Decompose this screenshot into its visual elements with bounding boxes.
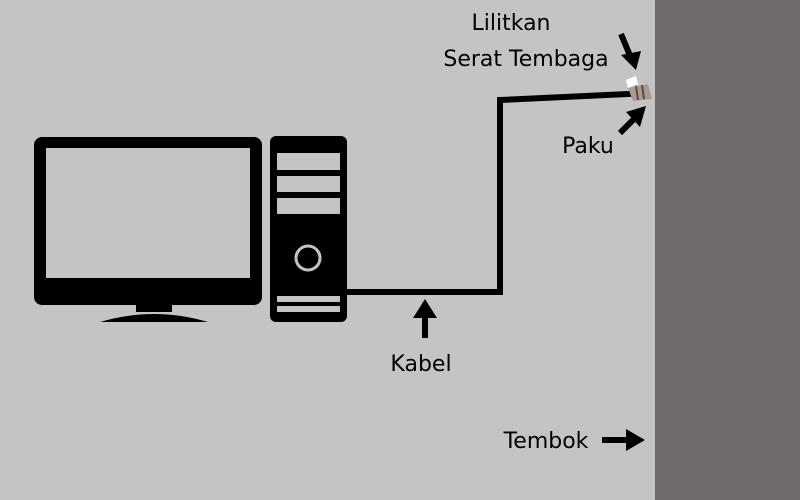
arrow-wall-icon	[602, 429, 645, 451]
winding-coil	[628, 84, 652, 101]
power-button-icon	[294, 244, 322, 272]
coil-wrap-1	[635, 85, 639, 101]
label-nail: Paku	[562, 134, 614, 159]
monitor-neck	[136, 303, 172, 312]
coil-wrap-2	[641, 84, 645, 100]
copper-winding	[626, 76, 652, 101]
label-winding-line2: Serat Tembaga	[443, 47, 608, 72]
tower-vent-1	[277, 296, 340, 302]
label-wall: Tembok	[503, 429, 589, 454]
arrow-winding-icon	[618, 32, 641, 70]
tower-bay-2	[277, 176, 340, 192]
tower-vent-2	[277, 306, 340, 312]
monitor-base	[100, 314, 208, 322]
label-cable: Kabel	[390, 352, 451, 377]
pc-tower-icon	[270, 136, 347, 322]
label-winding-line1: Lilitkan	[472, 11, 551, 36]
tower-bay-1	[277, 153, 340, 170]
arrow-cable-icon	[413, 299, 437, 338]
monitor-screen	[46, 148, 250, 278]
cable-line	[347, 90, 649, 295]
arrow-nail-icon	[617, 106, 646, 136]
nail-head	[626, 76, 638, 88]
monitor-icon	[34, 137, 262, 322]
wall	[655, 0, 800, 500]
tower-bay-3	[277, 198, 340, 214]
